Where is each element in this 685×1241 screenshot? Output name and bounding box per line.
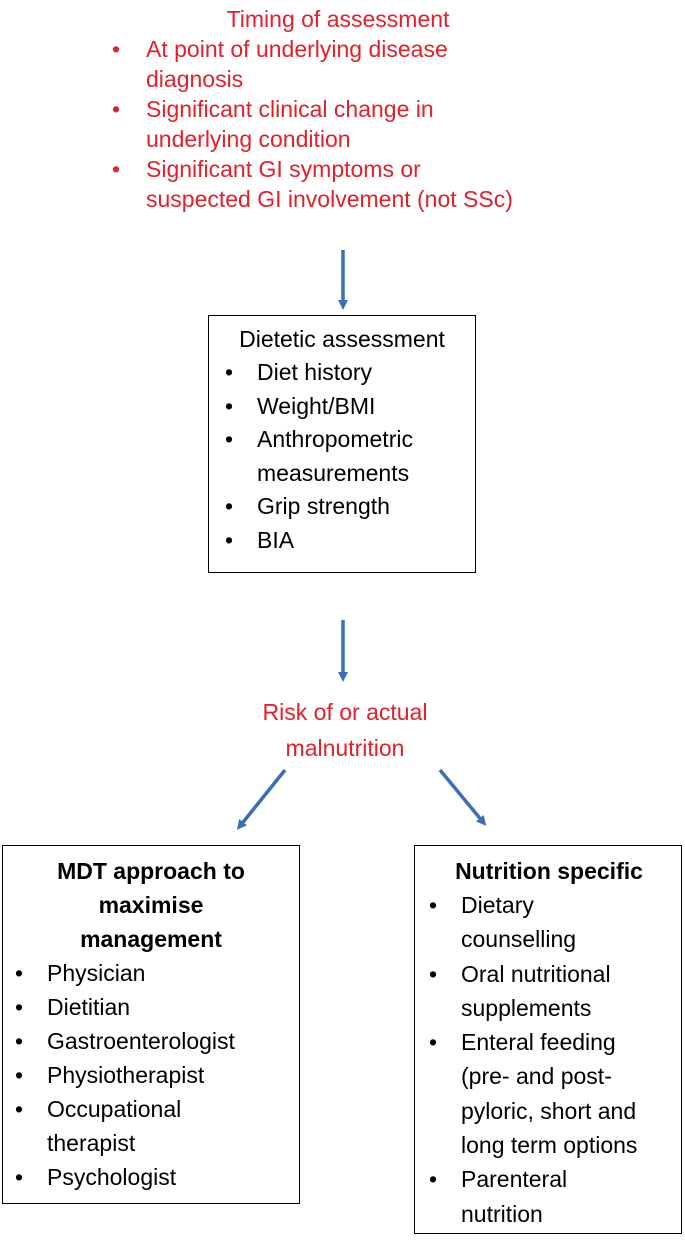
nutrition-item: Parenteral nutrition <box>421 1162 677 1231</box>
mdt-item: Physiotherapist <box>7 1058 295 1092</box>
mdt-approach-box: MDT approach to maximise management Phys… <box>2 845 300 1204</box>
nutrition-list: Dietary counselling Oral nutritional sup… <box>421 888 677 1231</box>
arrow-risk-to-mdt <box>236 768 287 830</box>
nutrition-title: Nutrition specific <box>455 858 643 884</box>
dietetic-item: BIA <box>217 524 467 558</box>
dietetic-assessment-box: Dietetic assessment Diet history Weight/… <box>208 315 476 573</box>
nutrition-specific-box: Nutrition specific Dietary counselling O… <box>414 845 682 1234</box>
nutrition-item: Oral nutritional supplements <box>421 957 677 1026</box>
dietetic-item: Anthropometric measurements <box>217 423 467 490</box>
dietetic-title: Dietetic assessment <box>239 326 445 352</box>
mdt-item: Psychologist <box>7 1160 295 1194</box>
timing-of-assessment: Timing of assessment At point of underly… <box>108 4 568 214</box>
mdt-item: Physician <box>7 956 295 990</box>
mdt-item: Occupational therapist <box>7 1092 295 1160</box>
dietetic-item: Grip strength <box>217 490 467 524</box>
dietetic-list: Diet history Weight/BMI Anthropometric m… <box>217 356 467 557</box>
arrow-risk-to-nutrition <box>438 768 487 826</box>
mdt-item: Dietitian <box>7 990 295 1024</box>
mdt-title: MDT approach to maximise management <box>57 858 245 952</box>
timing-list: At point of underlying disease diagnosis… <box>108 34 568 214</box>
mdt-list: Physician Dietitian Gastroenterologist P… <box>7 956 295 1194</box>
risk-of-malnutrition: Risk of or actual malnutrition <box>262 699 428 761</box>
nutrition-item: Enteral feeding (pre- and post- pyloric,… <box>421 1025 677 1162</box>
dietetic-item: Weight/BMI <box>217 390 467 424</box>
timing-title: Timing of assessment <box>226 6 450 32</box>
timing-item: At point of underlying disease diagnosis <box>108 34 568 94</box>
timing-item: Significant GI symptoms or suspected GI … <box>108 154 568 214</box>
nutrition-item: Dietary counselling <box>421 888 677 957</box>
timing-item: Significant clinical change in underlyin… <box>108 94 568 154</box>
mdt-item: Gastroenterologist <box>7 1024 295 1058</box>
dietetic-item: Diet history <box>217 356 467 390</box>
